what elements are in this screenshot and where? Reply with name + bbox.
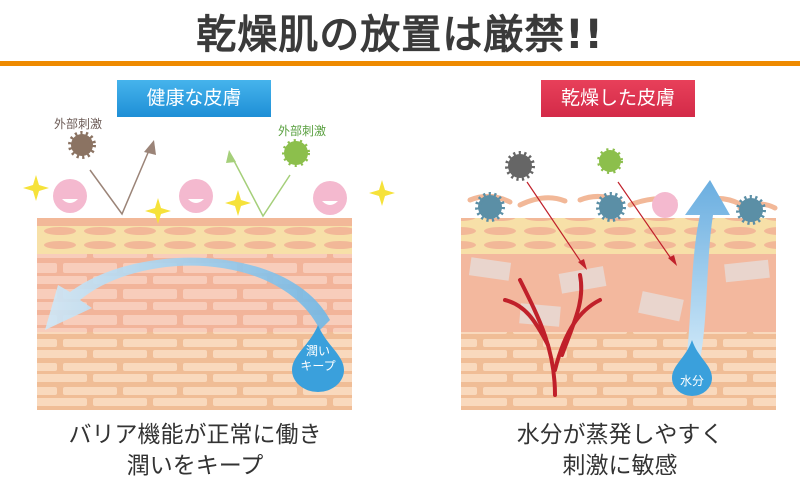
evaporation-arrow bbox=[685, 180, 730, 360]
drop-text-line2: キープ bbox=[300, 359, 335, 373]
healthy-caption: バリア機能が正常に働き 潤いをキープ bbox=[0, 420, 395, 482]
blue-germ-icon bbox=[736, 195, 766, 225]
blue-germ-icon bbox=[475, 192, 505, 222]
stimulus-label-left: 外部刺激 bbox=[54, 116, 102, 131]
dry-skin-label: 乾燥した皮膚 bbox=[541, 80, 695, 117]
stimulus-bounce-arrows bbox=[89, 140, 291, 218]
healthy-caption-line2: 潤いをキープ bbox=[126, 453, 264, 479]
healthy-caption-line1: バリア機能が正常に働き bbox=[68, 422, 322, 448]
green-germ-icon bbox=[597, 148, 623, 174]
drop-text-line1: 潤い bbox=[306, 344, 330, 358]
water-drop-text: 水分 bbox=[680, 374, 704, 388]
dry-skin-panel bbox=[461, 148, 778, 410]
dry-caption-line1: 水分が蒸発しやすく bbox=[516, 422, 724, 448]
dry-caption: 水分が蒸発しやすく 刺激に敏感 bbox=[420, 420, 800, 482]
gray-germ-icon bbox=[505, 151, 535, 181]
sparkle-icons bbox=[23, 175, 395, 224]
title-divider bbox=[0, 61, 800, 66]
moisture-drop-icon bbox=[292, 325, 344, 392]
water-drop-icon bbox=[672, 340, 712, 396]
inflamed-nerve-icon bbox=[503, 273, 602, 397]
dry-caption-line2: 刺激に敏感 bbox=[562, 453, 678, 479]
brown-germ-icon bbox=[68, 131, 96, 159]
healthy-skin-panel bbox=[37, 218, 352, 410]
sad-face-icon bbox=[652, 192, 678, 218]
moisture-arrow bbox=[45, 257, 330, 330]
blue-germ-icon bbox=[596, 192, 626, 222]
smiley-icons bbox=[53, 179, 347, 215]
green-germ-icon bbox=[282, 139, 310, 167]
stimulus-label-right: 外部刺激 bbox=[278, 123, 326, 138]
healthy-skin-label: 健康な皮膚 bbox=[117, 80, 271, 117]
page-title: 乾燥肌の放置は厳禁!! bbox=[196, 12, 604, 58]
